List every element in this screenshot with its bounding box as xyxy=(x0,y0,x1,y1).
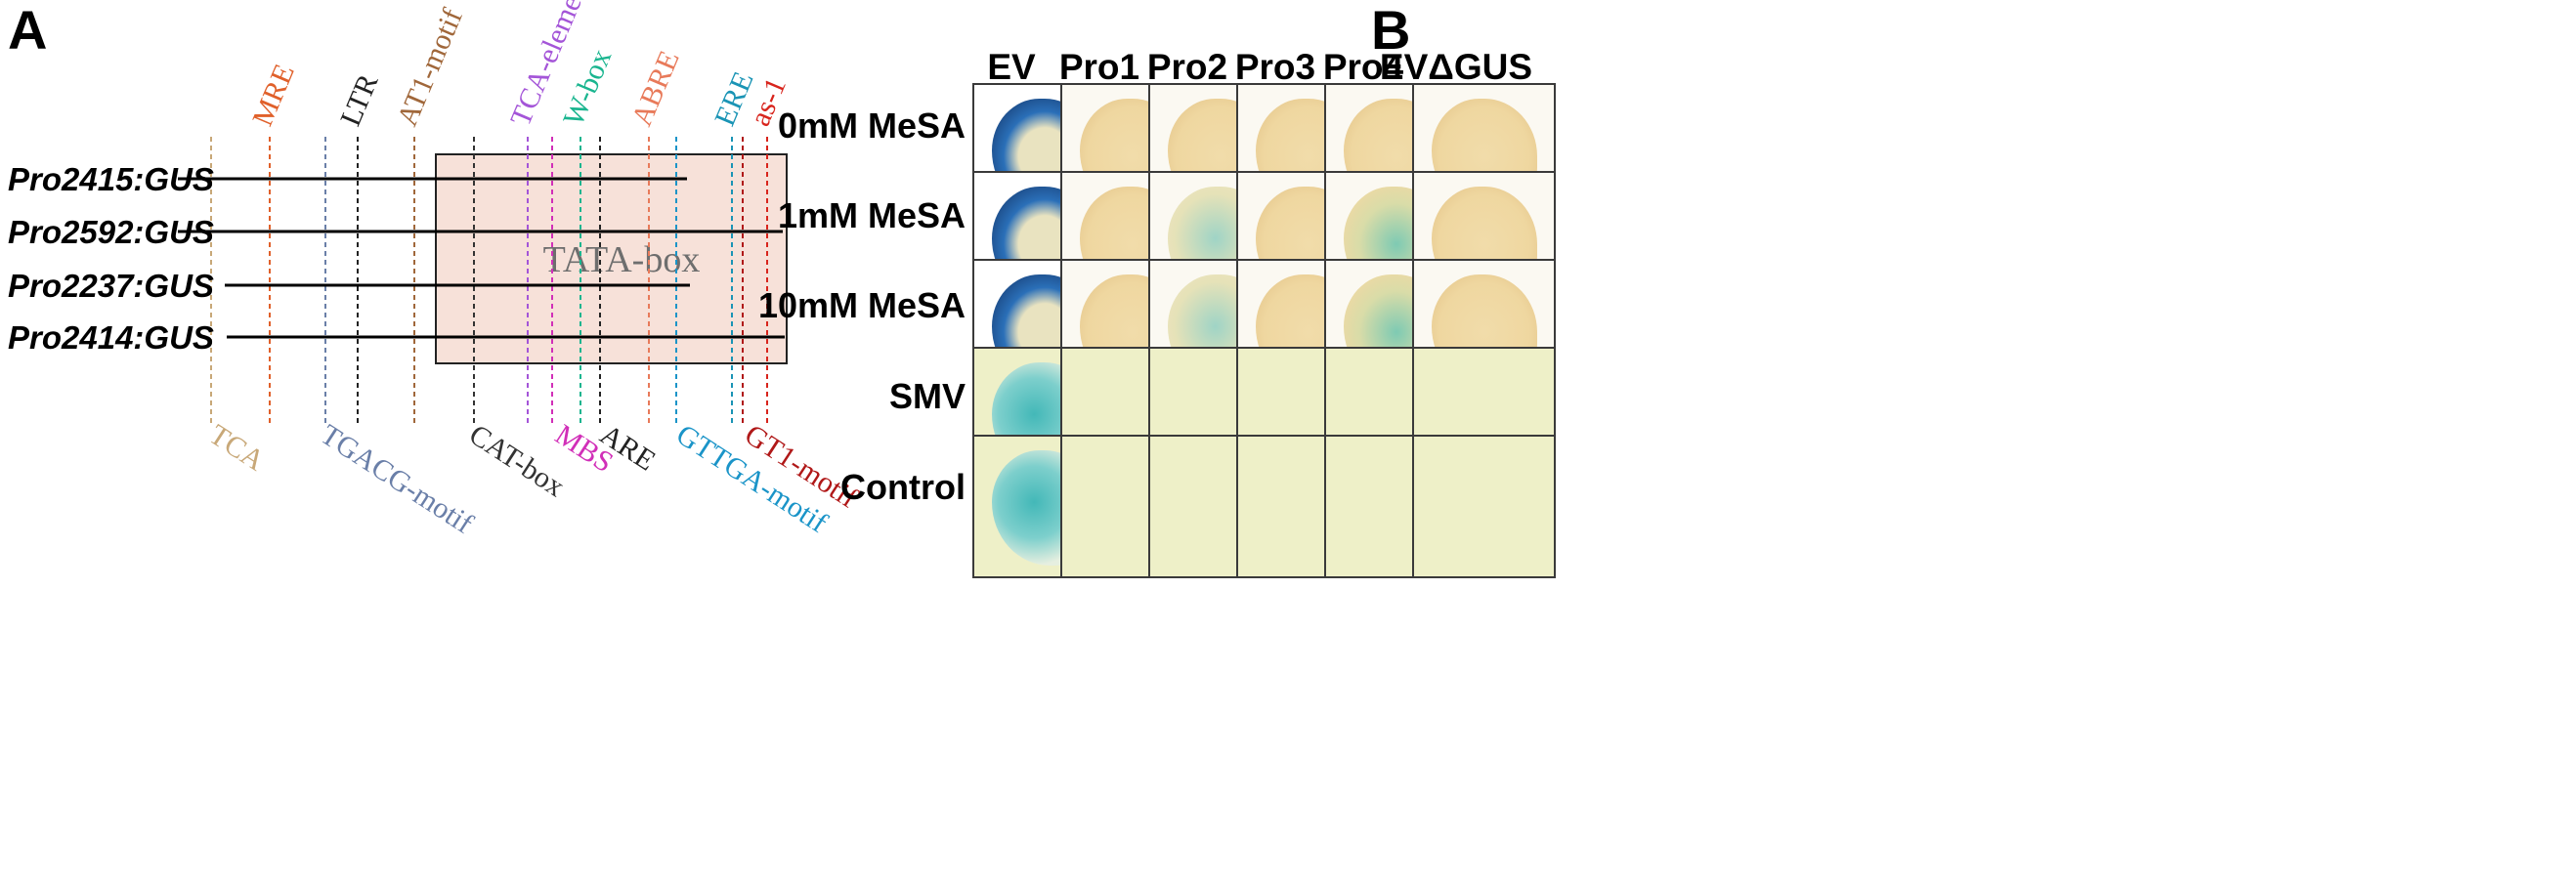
row-label-smv: SMV xyxy=(888,376,966,416)
motif-label-top-5: W-box xyxy=(557,45,618,131)
column-label-pro1: Pro1 xyxy=(1058,47,1140,87)
row-label-10mm: 10mM MeSA xyxy=(757,285,966,325)
stain-cell xyxy=(1412,435,1556,578)
panel-a-letter: A xyxy=(8,0,48,61)
tata-box-region xyxy=(435,153,788,364)
promoter-map: TATA-box Pro2415:GUS Pro2592:GUS Pro2237… xyxy=(8,0,863,540)
column-label-evdgus: EVΔGUS xyxy=(1379,47,1533,87)
panel-b-letter: B xyxy=(1371,0,1411,61)
motif-label-bottom-1: TCA xyxy=(203,418,271,478)
motif-label-bottom-2: TGACG-motif xyxy=(315,418,479,540)
row-label-1mm: 1mM MeSA xyxy=(777,195,966,235)
motif-label-top-1: MRE xyxy=(246,60,301,131)
row-label-0mm: 0mM MeSA xyxy=(777,105,966,146)
construct-label-2: Pro2592:GUS xyxy=(8,214,214,250)
column-label-pro3: Pro3 xyxy=(1234,47,1316,87)
row-label-control: Control xyxy=(840,467,966,507)
motif-label-top-3: AT1-motif xyxy=(391,4,469,130)
tata-box-label: TATA-box xyxy=(543,239,701,280)
construct-label-4: Pro2414:GUS xyxy=(8,319,214,356)
column-label-ev: EV xyxy=(987,47,1036,87)
construct-label-3: Pro2237:GUS xyxy=(8,268,214,304)
construct-label-1: Pro2415:GUS xyxy=(8,161,214,197)
motif-label-top-2: LTR xyxy=(334,69,384,131)
column-label-pro4: Pro4 xyxy=(1322,47,1404,87)
column-label-pro2: Pro2 xyxy=(1146,47,1228,87)
motif-label-bottom-3: CAT-box xyxy=(463,418,570,503)
